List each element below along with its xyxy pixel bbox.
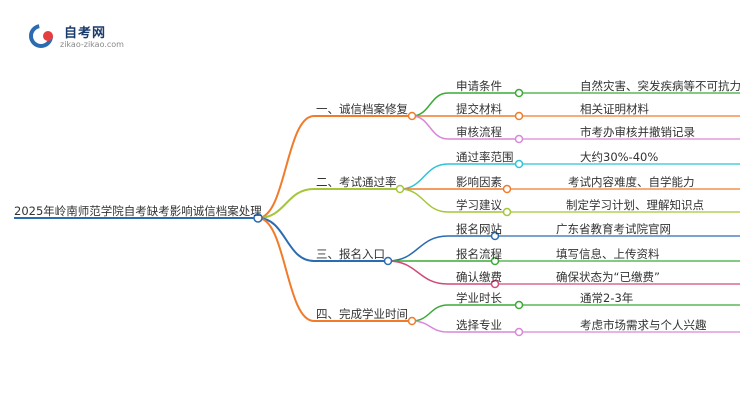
mindmap-nodes <box>253 88 524 337</box>
item-2-1-label: 通过率范围 <box>456 150 514 164</box>
item-3-1-label: 报名网站 <box>456 222 502 236</box>
detail-2-2-label: 考试内容难度、自学能力 <box>568 175 695 189</box>
item-2-2-node <box>502 184 512 194</box>
detail-1-3-label: 市考办审核并撤销记录 <box>580 125 695 139</box>
edge-branch-4-item-1 <box>411 304 449 322</box>
item-1-1-label: 申请条件 <box>456 79 502 93</box>
detail-4-1-label: 通常2-3年 <box>580 291 634 305</box>
edge-root-branch-3 <box>257 217 315 262</box>
logo-url: zikao-zikao.com <box>60 40 124 49</box>
detail-2-1-label: 大约30%-40% <box>580 150 659 164</box>
item-1-1-node <box>514 88 524 98</box>
branch-1-node <box>407 111 417 121</box>
edge-branch-2-item-1 <box>399 163 449 190</box>
item-1-3-label: 审核流程 <box>456 125 502 139</box>
item-3-2-node <box>490 256 500 266</box>
detail-2-3-label: 制定学习计划、理解知识点 <box>566 198 704 212</box>
item-1-2-label: 提交材料 <box>456 102 502 116</box>
branch-4-label: 四、完成学业时间 <box>316 307 408 321</box>
item-1-3-node <box>514 134 524 144</box>
logo-icon <box>29 24 53 48</box>
detail-4-2-label: 考虑市场需求与个人兴趣 <box>580 318 707 332</box>
item-2-2-label: 影响因素 <box>456 175 502 189</box>
item-4-2-node <box>514 327 524 337</box>
edge-branch-3-item-1 <box>387 235 449 262</box>
item-2-3-node <box>502 207 512 217</box>
item-4-1-label: 学业时长 <box>456 291 502 305</box>
branch-3-node <box>383 256 393 266</box>
item-3-3-node <box>490 279 500 289</box>
edge-branch-1-item-3 <box>411 115 449 140</box>
branch-2-node <box>395 184 405 194</box>
edge-root-branch-4 <box>257 217 315 322</box>
detail-3-1-label: 广东省教育考试院官网 <box>556 222 671 236</box>
edge-root-branch-1 <box>257 115 315 219</box>
item-3-2-label: 报名流程 <box>456 247 502 261</box>
detail-1-1-label: 自然灾害、突发疾病等不可抗力 <box>580 79 741 93</box>
item-3-3-label: 确认缴费 <box>456 270 502 284</box>
branch-3-label: 三、报名入口 <box>316 247 385 261</box>
edge-branch-3-item-3 <box>387 260 449 285</box>
root-node-label: 2025年岭南师范学院自考缺考影响诚信档案处理 <box>14 204 262 218</box>
item-1-2-node <box>514 111 524 121</box>
branch-2-label: 二、考试通过率 <box>316 175 397 189</box>
item-2-1-node <box>514 159 524 169</box>
item-4-2-label: 选择专业 <box>456 318 502 332</box>
detail-3-3-label: 确保状态为“已缴费” <box>556 270 660 284</box>
detail-1-2-label: 相关证明材料 <box>580 102 649 116</box>
item-2-3-label: 学习建议 <box>456 198 502 212</box>
root-node <box>253 213 263 223</box>
logo-title: 自考网 <box>64 26 107 41</box>
edge-branch-2-item-3 <box>399 188 449 213</box>
item-4-1-node <box>514 300 524 310</box>
site-logo[interactable]: 自考网 zikao-zikao.com <box>29 20 150 54</box>
detail-3-2-label: 填写信息、上传资料 <box>556 247 660 261</box>
branch-4-node <box>407 316 417 326</box>
edge-branch-4-item-2 <box>411 320 449 333</box>
edge-branch-1-item-1 <box>411 92 449 117</box>
edge-root-branch-2 <box>257 188 315 219</box>
branch-1-label: 一、诚信档案修复 <box>316 102 408 116</box>
item-3-1-node <box>490 231 500 241</box>
